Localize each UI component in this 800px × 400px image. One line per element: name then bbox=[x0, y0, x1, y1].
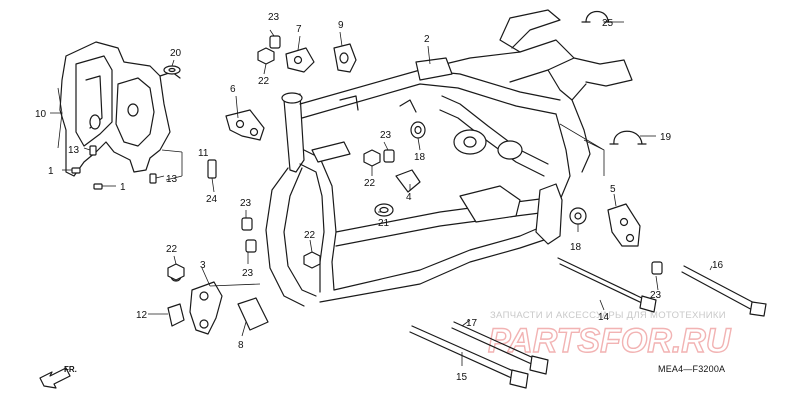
callout-numbers: 10 20 13 1 1 13 11 23 7 9 22 2 6 24 23 1… bbox=[35, 12, 724, 383]
callout-6: 6 bbox=[230, 84, 236, 95]
callout-4: 4 bbox=[406, 192, 412, 203]
callout-18-right: 18 bbox=[570, 242, 582, 253]
callout-22-left: 22 bbox=[166, 244, 178, 255]
callout-22-mid: 22 bbox=[364, 178, 376, 189]
callout-12: 12 bbox=[136, 310, 148, 321]
callout-24: 24 bbox=[206, 194, 218, 205]
bolt-23b-part bbox=[383, 149, 395, 163]
callout-13-right: 13 bbox=[166, 174, 178, 185]
bolt-23a-part bbox=[269, 35, 281, 49]
collar-18a-part bbox=[410, 121, 426, 139]
bolt-23e-part bbox=[651, 261, 663, 275]
watermark-tagline: ЗАПЧАСТИ И АКСЕССУАРЫ ДЛЯ МОТОТЕХНИКИ bbox=[490, 310, 726, 321]
bolt-16-part bbox=[681, 265, 767, 317]
nut-22b-part bbox=[363, 149, 381, 167]
diagram-reference-code: MEA4—F3200A bbox=[658, 364, 725, 374]
bracket-7-part bbox=[285, 47, 315, 73]
callout-22-top: 22 bbox=[258, 76, 270, 87]
bolt-23d-part bbox=[245, 239, 257, 253]
clip-19-part bbox=[609, 130, 647, 145]
callout-19: 19 bbox=[660, 132, 672, 143]
callout-10: 10 bbox=[35, 109, 47, 120]
bolt-17-part bbox=[451, 321, 549, 375]
callout-9: 9 bbox=[338, 20, 344, 31]
callout-2: 2 bbox=[424, 34, 430, 45]
bolt-23c-part bbox=[241, 217, 253, 231]
front-direction-arrow: FR. bbox=[39, 365, 77, 389]
callout-16: 16 bbox=[712, 260, 724, 271]
callout-23-left1: 23 bbox=[240, 198, 252, 209]
grommet-20-part bbox=[163, 65, 181, 75]
clamp-21-part bbox=[374, 203, 394, 217]
callout-11: 11 bbox=[198, 148, 209, 159]
callout-23-right: 23 bbox=[650, 290, 662, 301]
engine-hanger-bracket-part bbox=[167, 270, 269, 335]
callout-23-left2: 23 bbox=[242, 268, 254, 279]
collar-18b-part bbox=[569, 207, 587, 225]
bolt-14-part bbox=[557, 257, 657, 313]
nut-22d-part bbox=[303, 251, 321, 269]
callout-1-left: 1 bbox=[48, 166, 54, 177]
callout-25: 25 bbox=[602, 18, 614, 29]
leader-lines bbox=[50, 21, 713, 366]
clamp-9-part bbox=[333, 43, 357, 73]
bolt-15-part bbox=[409, 325, 529, 389]
front-direction-label: FR. bbox=[64, 365, 77, 374]
watermark-logo: PARTSFOR.RU bbox=[488, 322, 732, 360]
nut-22c-part bbox=[167, 263, 185, 281]
side-cover-part bbox=[59, 41, 181, 177]
callout-23-top: 23 bbox=[268, 12, 280, 23]
screw-13b-part bbox=[149, 173, 157, 184]
callout-13-left: 13 bbox=[68, 145, 80, 156]
screw-13-part bbox=[89, 145, 97, 156]
main-frame-part bbox=[265, 9, 633, 307]
callout-3: 3 bbox=[200, 260, 206, 271]
callout-1-bottom: 1 bbox=[120, 182, 126, 193]
callout-14: 14 bbox=[598, 312, 610, 323]
callout-23-mid: 23 bbox=[380, 130, 392, 141]
clip-25-part bbox=[581, 10, 613, 23]
callout-22-bottom: 22 bbox=[304, 230, 316, 241]
screw-1b-part bbox=[93, 183, 103, 190]
screw-1-part bbox=[71, 167, 81, 174]
bracket-6-part bbox=[225, 109, 265, 141]
nut-22a-part bbox=[257, 47, 275, 65]
bolt-24-part bbox=[207, 159, 217, 179]
callout-21: 21 bbox=[378, 218, 390, 229]
callout-5: 5 bbox=[610, 184, 616, 195]
callout-8: 8 bbox=[238, 340, 244, 351]
bracket-4-part bbox=[395, 169, 421, 193]
callout-17: 17 bbox=[466, 318, 478, 329]
callout-18-mid: 18 bbox=[414, 152, 426, 163]
callout-20: 20 bbox=[170, 48, 182, 59]
callout-7: 7 bbox=[296, 24, 302, 35]
callout-15: 15 bbox=[456, 372, 468, 383]
bracket-5-part bbox=[607, 203, 641, 247]
